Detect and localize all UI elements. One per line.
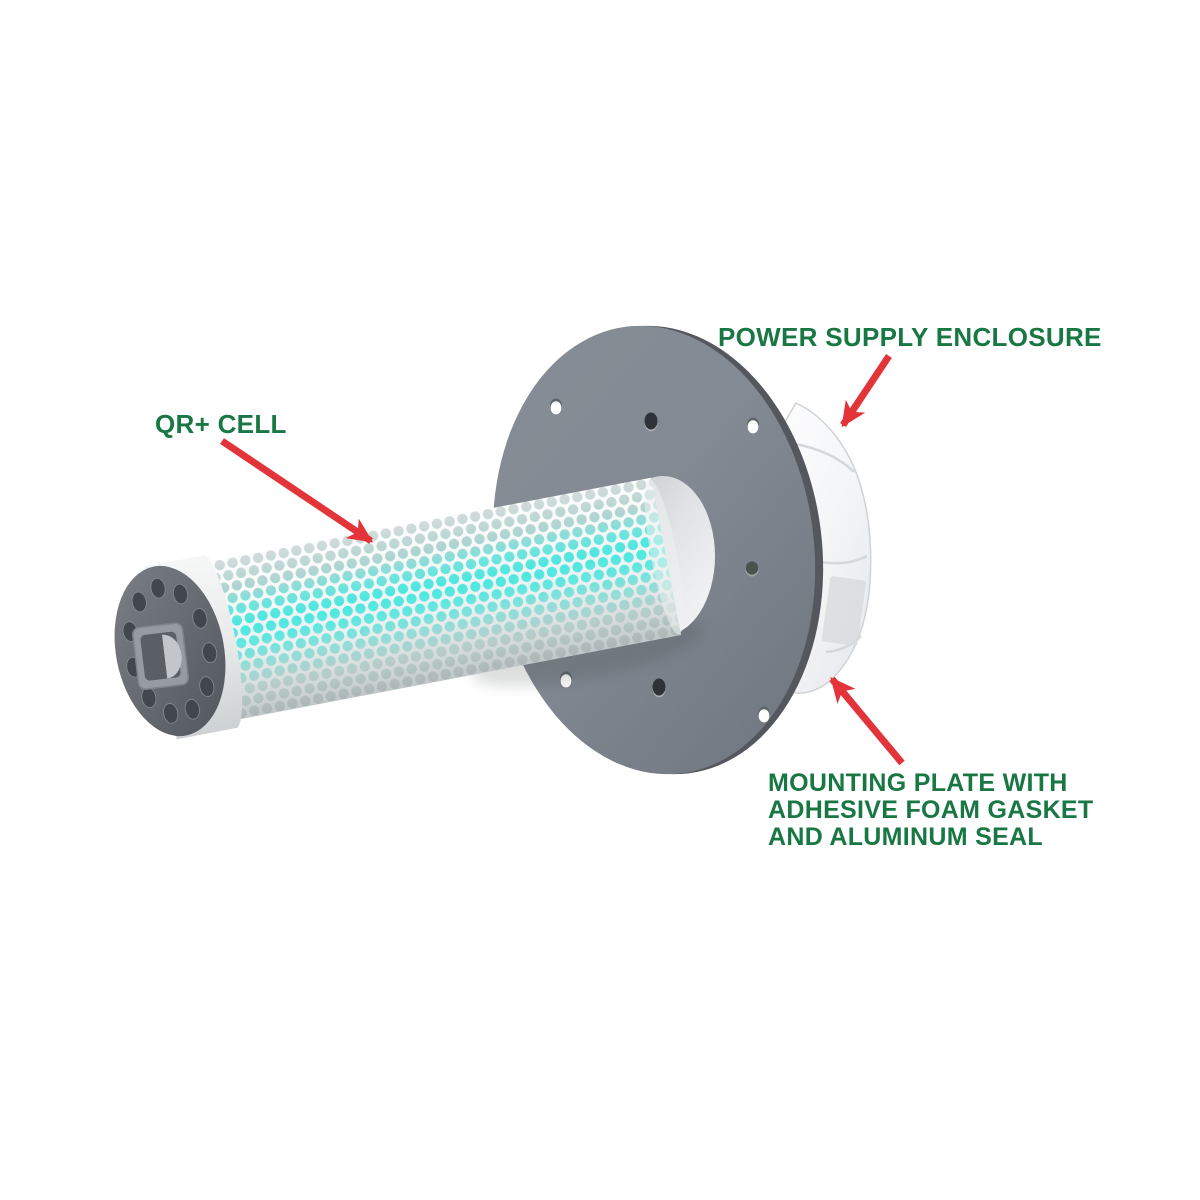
end-cap-holes (122, 577, 218, 724)
plate-through-hole (747, 417, 759, 434)
plate-through-hole (550, 398, 562, 415)
label-mounting-plate-line-3: AND ALUMINUM SEAL (768, 823, 1043, 851)
plate-through-hole (758, 706, 770, 723)
arrow-power-supply-enclosure (840, 354, 892, 428)
label-mounting-plate-line-2: ADHESIVE FOAM GASKET (768, 796, 1094, 824)
tube-end (644, 479, 684, 635)
label-mounting-plate-line-1: MOUNTING PLATE WITH (768, 769, 1068, 797)
end-cap-boss (132, 622, 190, 690)
arrow-qr-cell (220, 438, 374, 544)
label-power-supply-enclosure: POWER SUPPLY ENCLOSURE (718, 322, 1102, 352)
label-mounting-plate: MOUNTING PLATE WITH ADHESIVE FOAM GASKET… (768, 770, 1093, 851)
plate-screw-hole (652, 678, 666, 698)
arrow-mounting-plate (829, 676, 905, 766)
label-qr-cell: QR+ CELL (155, 409, 287, 439)
perforated-shell (202, 477, 682, 721)
plate-screw-hole (745, 561, 759, 577)
qr-cell-tube (114, 477, 684, 740)
end-cap (114, 554, 243, 740)
callout-arrows (220, 354, 905, 766)
plate-screw-hole (644, 412, 658, 432)
enclosure-panel (821, 576, 866, 646)
